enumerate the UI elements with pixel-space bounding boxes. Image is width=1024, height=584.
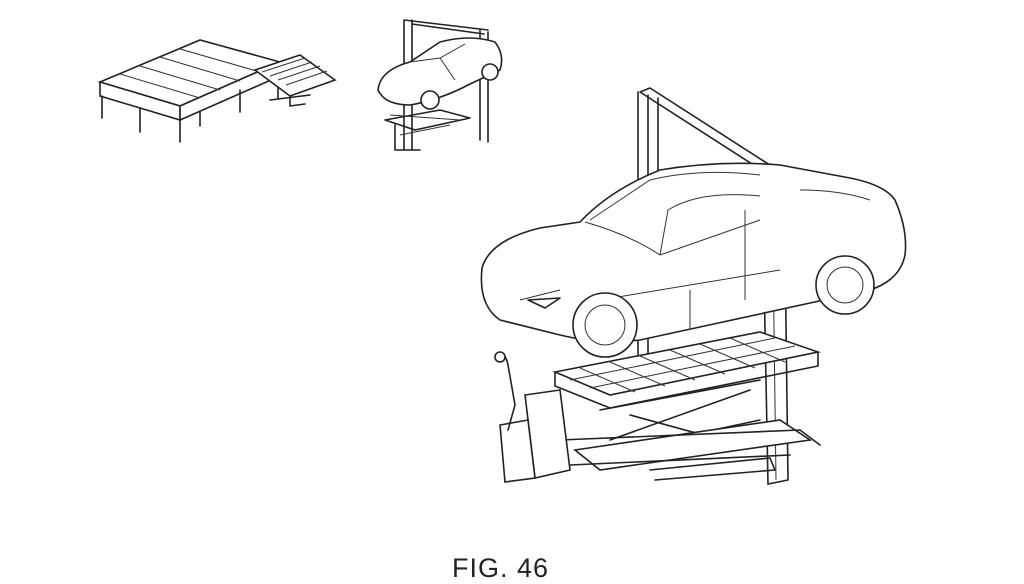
battery-storage-rack (97, 39, 337, 143)
large-lift-with-car (480, 87, 907, 485)
small-lift-with-car (377, 19, 503, 151)
figure-caption: FIG. 46 (452, 553, 550, 583)
